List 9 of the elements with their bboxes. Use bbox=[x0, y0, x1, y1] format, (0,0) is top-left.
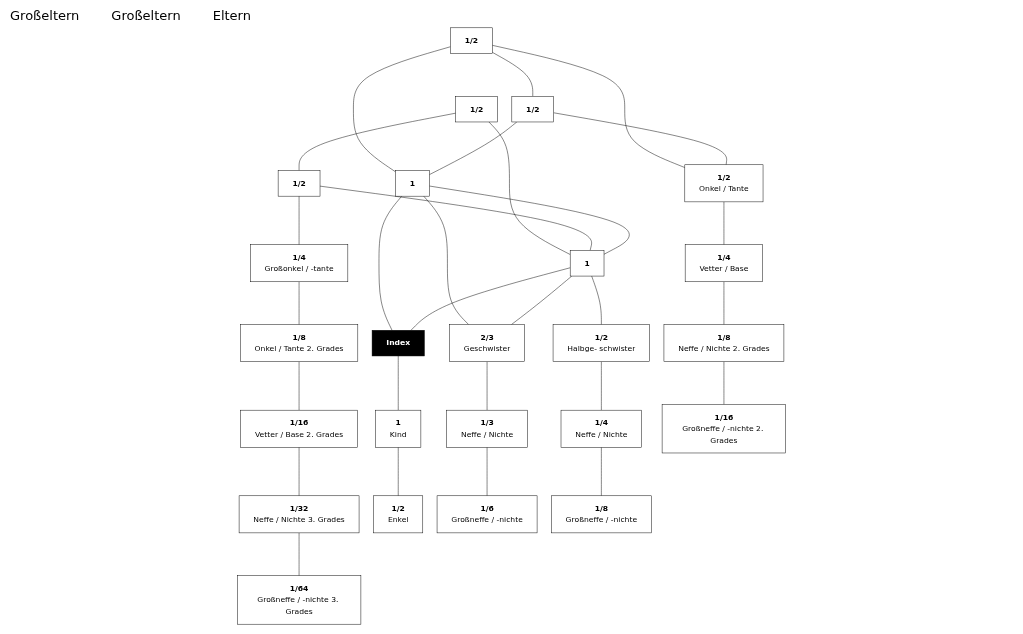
connector bbox=[398, 355, 399, 411]
connector bbox=[319, 185, 592, 251]
connector bbox=[488, 121, 571, 255]
connector bbox=[353, 46, 451, 173]
connector bbox=[378, 195, 402, 331]
connector bbox=[410, 267, 571, 331]
relationship-label: Großeltern bbox=[110, 7, 182, 23]
relationship-label: Eltern bbox=[211, 7, 252, 23]
relationship-label: Großeltern bbox=[9, 7, 81, 23]
